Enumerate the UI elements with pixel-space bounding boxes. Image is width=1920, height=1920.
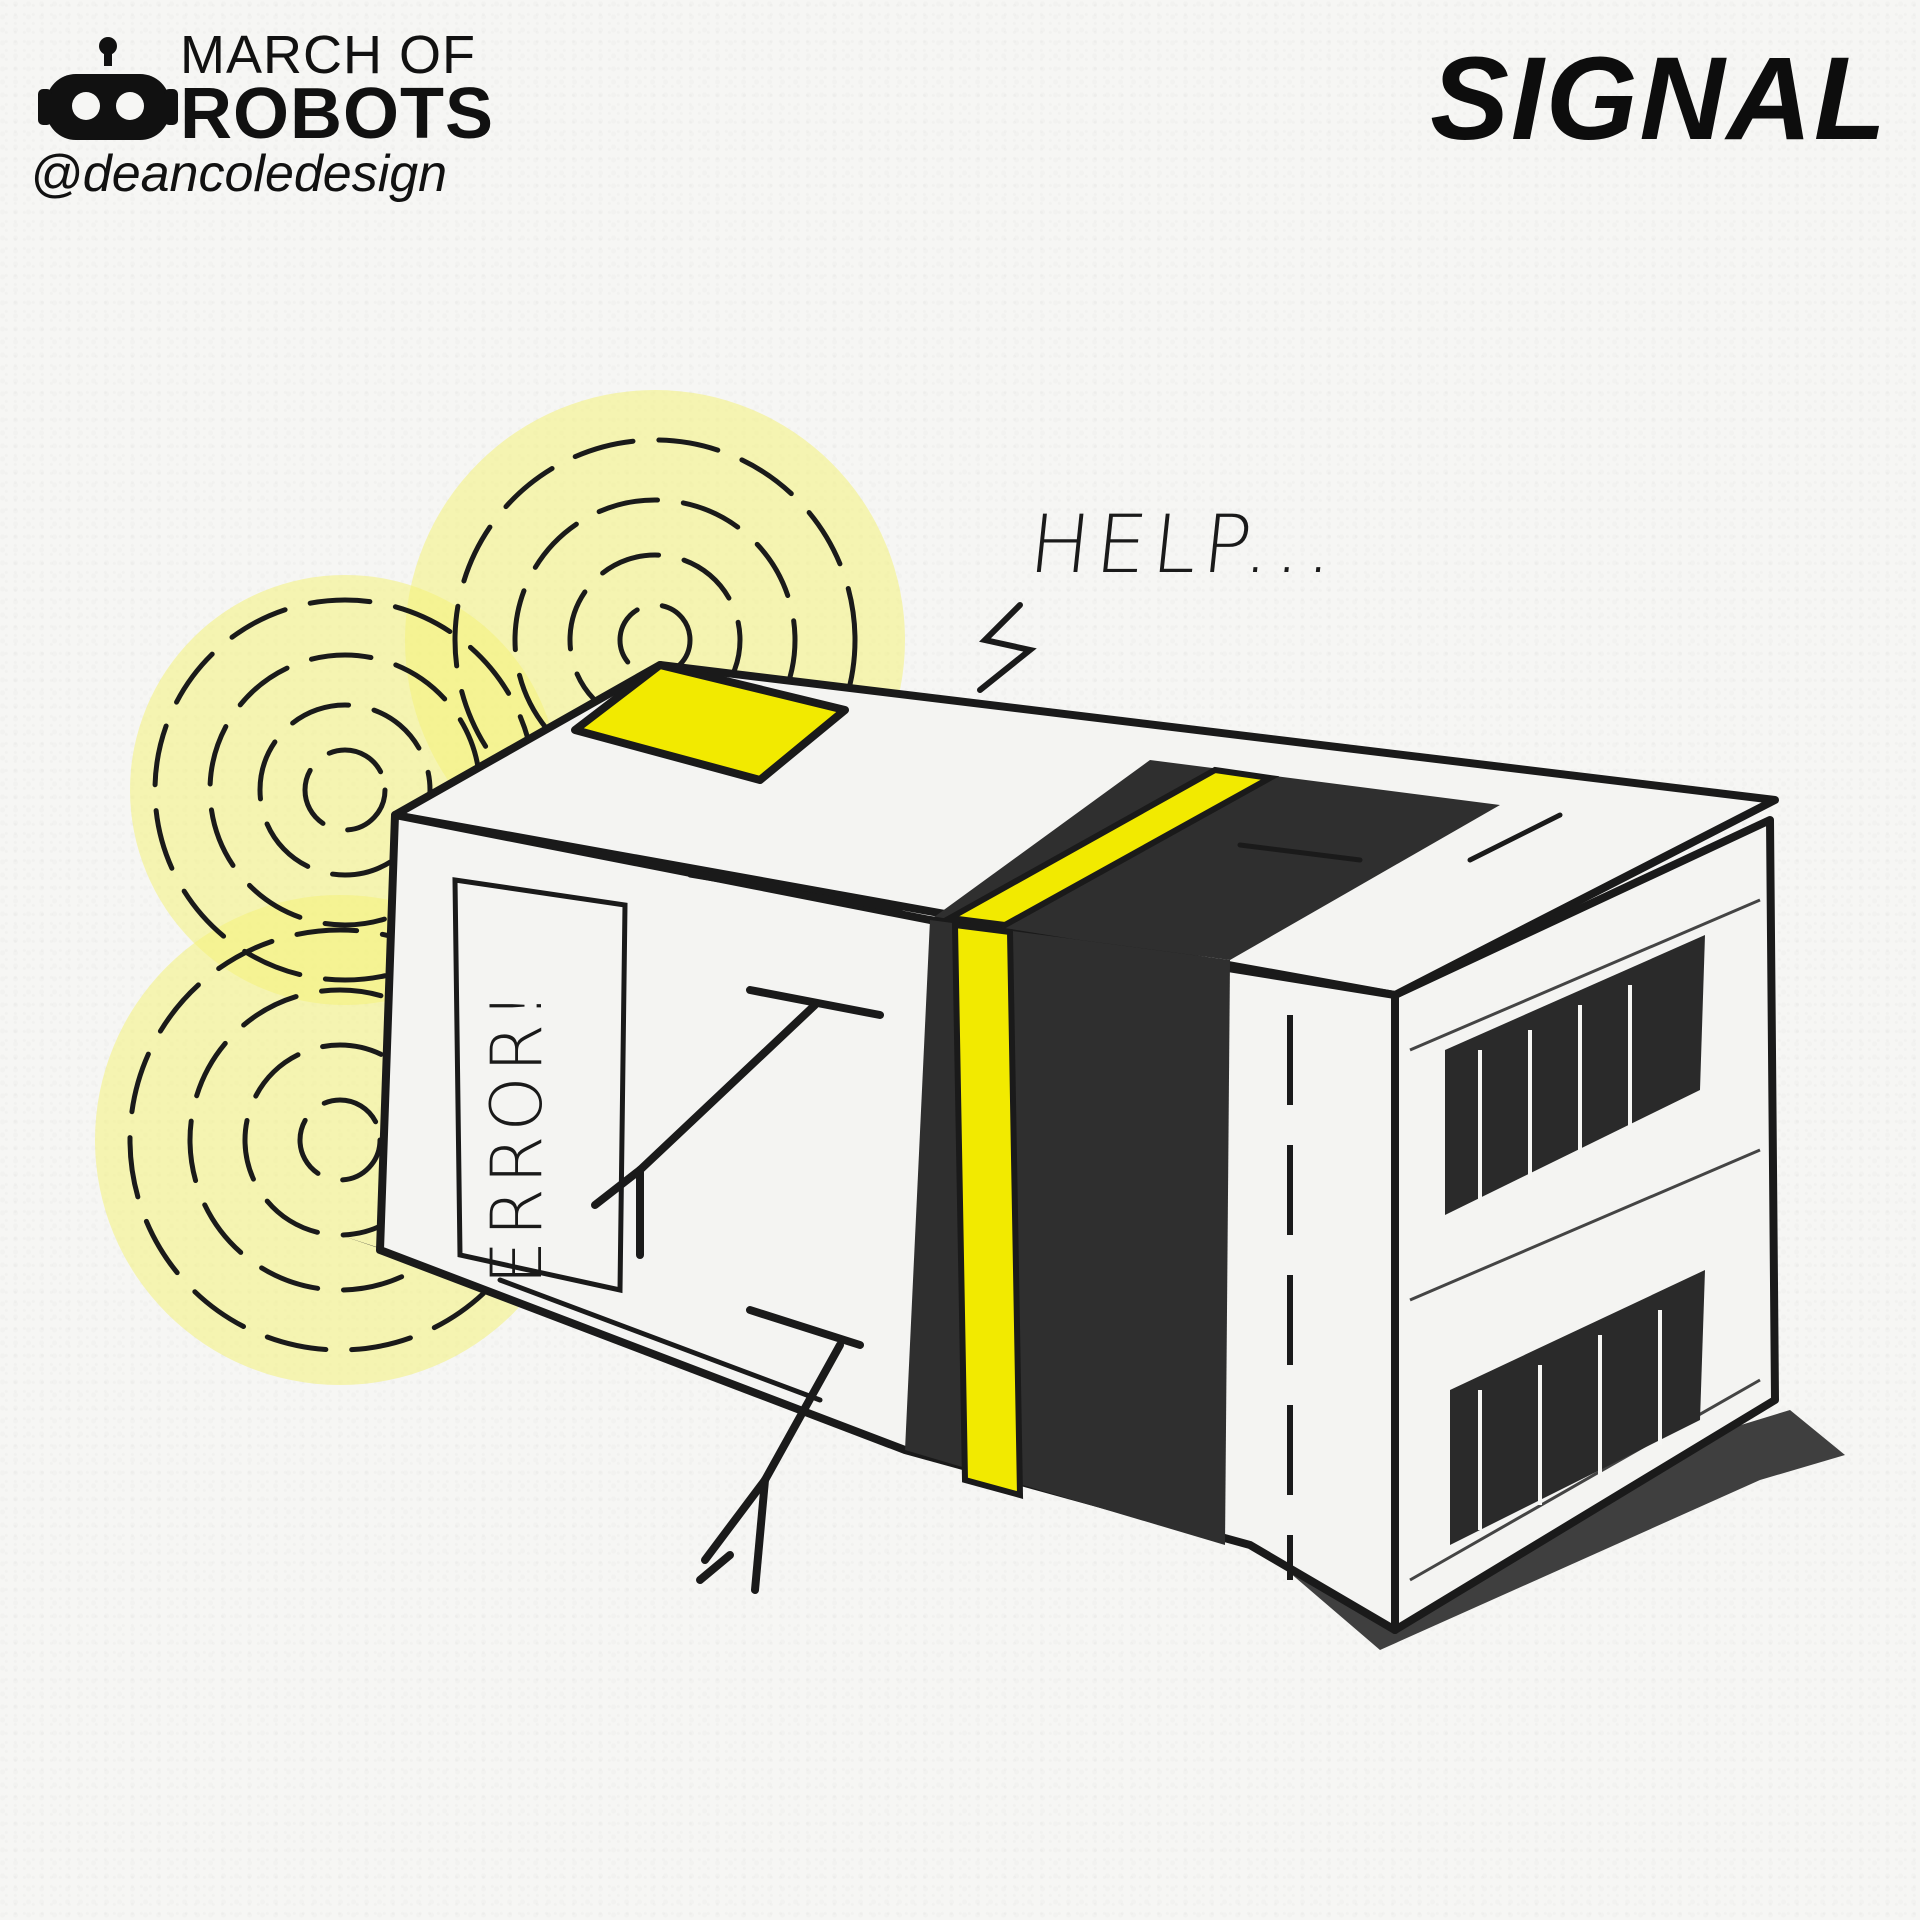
vent-panels bbox=[1445, 935, 1705, 1545]
end-face-hatching bbox=[1409, 898, 1761, 1582]
top-yellow-stripe bbox=[940, 766, 1280, 929]
error-screen bbox=[452, 877, 628, 1294]
vent-top bbox=[1445, 935, 1705, 1215]
front-yellow-stripe bbox=[951, 921, 1024, 1499]
page-title: SIGNAL bbox=[1430, 33, 1888, 165]
top-dark-band bbox=[930, 760, 1500, 960]
error-label: ERROR! bbox=[476, 987, 558, 1285]
brand-logo: MARCH OF ROBOTS @deancoledesign bbox=[30, 25, 500, 203]
vent-bottom bbox=[1450, 1270, 1705, 1545]
brand-line1: MARCH OF bbox=[180, 25, 476, 85]
brand-handle: @deancoledesign bbox=[30, 145, 448, 203]
sketch-lines bbox=[497, 812, 1563, 1403]
robot-head-icon bbox=[38, 37, 178, 140]
speech-spark-icon bbox=[977, 602, 1037, 693]
speech-text: HELP... bbox=[1025, 498, 1345, 591]
brand-line2: ROBOTS bbox=[180, 74, 495, 154]
antenna-light bbox=[571, 661, 849, 784]
robot-arms bbox=[591, 986, 884, 1594]
